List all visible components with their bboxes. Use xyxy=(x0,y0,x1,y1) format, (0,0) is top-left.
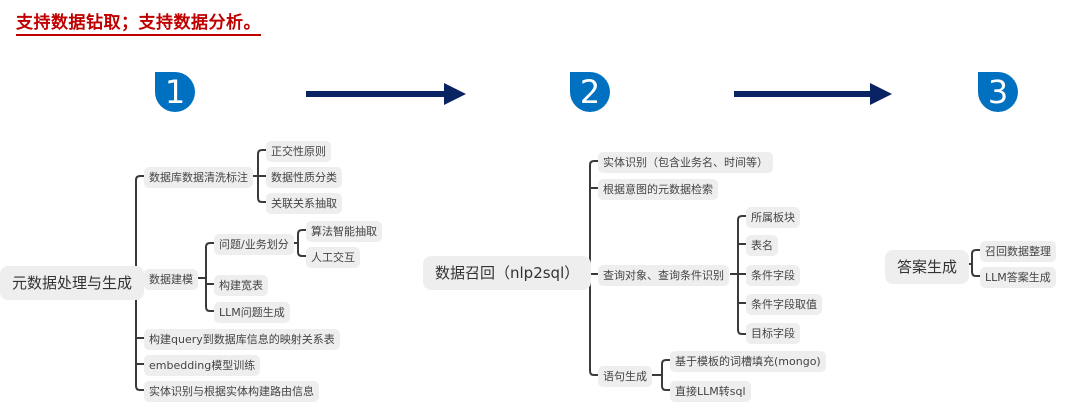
leaf-node: 正交性原则 xyxy=(266,141,331,162)
branch-node: 构建query到数据库信息的映射关系表 xyxy=(144,329,340,350)
branch-node: 问题/业务划分 xyxy=(214,234,294,255)
step-1-badge: 1 xyxy=(155,72,195,112)
root-node: 数据召回（nlp2sql） xyxy=(423,256,592,290)
leaf-node: 条件字段取值 xyxy=(746,294,822,315)
arrow-right-icon xyxy=(306,83,466,105)
root-node: 元数据处理与生成 xyxy=(0,266,145,300)
leaf-node: 目标字段 xyxy=(746,323,800,344)
leaf-node: 所属板块 xyxy=(746,207,800,228)
leaf-node: 召回数据整理 xyxy=(980,241,1056,262)
branch-node: 查询对象、查询条件识别 xyxy=(598,265,729,286)
leaf-node: 算法智能抽取 xyxy=(306,221,382,242)
step-3-badge: 3 xyxy=(978,72,1018,112)
arrow-right-icon xyxy=(734,83,892,105)
leaf-node: LLM答案生成 xyxy=(980,267,1056,288)
leaf-node: LLM问题生成 xyxy=(214,302,290,323)
branch-node: 实体识别与根据实体构建路由信息 xyxy=(144,381,319,402)
step-2-badge: 2 xyxy=(570,72,610,112)
branch-node: 实体识别（包含业务名、时间等） xyxy=(598,152,773,173)
branch-node: embedding模型训练 xyxy=(144,355,261,376)
leaf-node: 关联关系抽取 xyxy=(266,193,342,214)
leaf-node: 人工交互 xyxy=(306,247,360,268)
leaf-node: 条件字段 xyxy=(746,265,800,286)
leaf-node: 表名 xyxy=(746,235,778,256)
branch-node: 数据建模 xyxy=(144,269,198,290)
root-node: 答案生成 xyxy=(885,250,970,284)
leaf-node: 直接LLM转sql xyxy=(670,381,751,402)
branch-node: 根据意图的元数据检索 xyxy=(598,179,718,200)
leaf-node: 构建宽表 xyxy=(214,275,268,296)
headline: 支持数据钻取；支持数据分析。 xyxy=(16,8,261,36)
branch-node: 语句生成 xyxy=(598,366,652,387)
leaf-node: 基于模板的词槽填充(mongo) xyxy=(670,351,826,372)
leaf-node: 数据性质分类 xyxy=(266,167,342,188)
branch-node: 数据库数据清洗标注 xyxy=(144,167,253,188)
